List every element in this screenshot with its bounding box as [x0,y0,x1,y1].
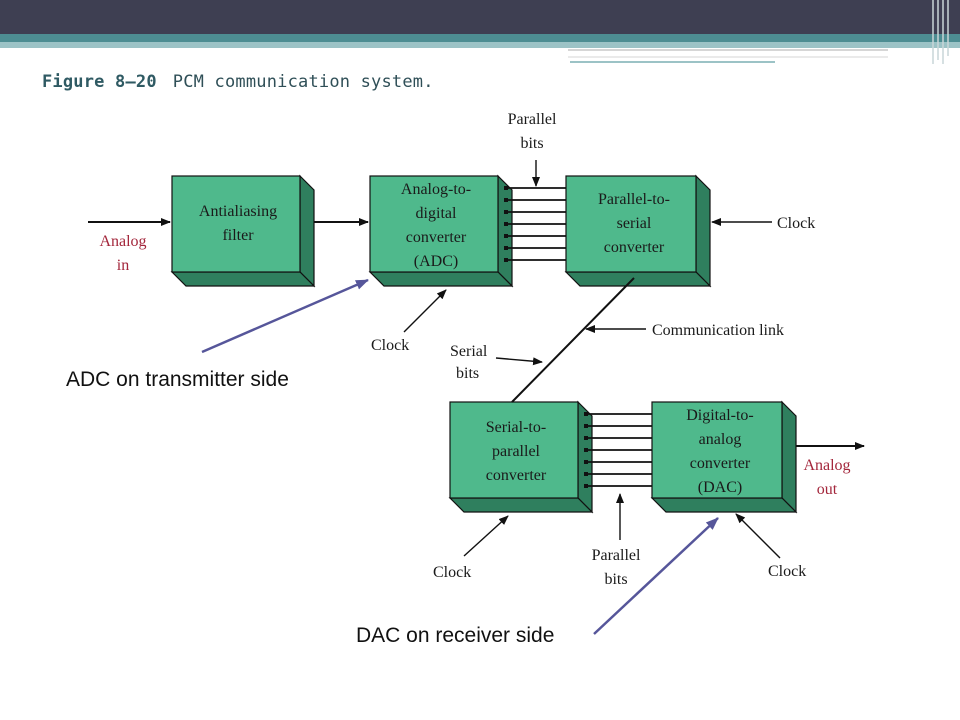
serial-bits-label-2: bits [456,365,479,382]
header-bar [0,0,960,34]
parallel-bits-top-label-2: bits [520,135,543,152]
dac-label-2: analog [699,431,742,448]
clock-dac-label: Clock [768,563,806,580]
dac-label-3: converter [690,455,751,472]
header-accent-stripe-light [0,42,960,48]
clock-s2p-arrow [463,515,509,557]
clock-adc-arrow [403,289,447,333]
clock-p2s-label: Clock [777,215,815,232]
analog-out-label-1: Analog [803,457,850,474]
p2s-label-3: converter [604,239,665,256]
adc-label-3: converter [406,229,467,246]
adc-block: Analog-to- digital converter (ADC) [368,174,514,288]
serial-to-parallel-block: Serial-to- parallel converter [448,400,594,514]
analog-in-label-1: Analog [99,233,146,250]
analog-in-label-2: in [117,257,129,274]
adc-label-1: Analog-to- [401,181,471,198]
header-accent-stripe [0,34,960,42]
serial-bits-label-1: Serial [450,343,488,360]
corner-decoration [932,0,949,64]
antialiasing-label-2: filter [222,227,254,244]
communication-link-line [511,277,635,403]
clock-dac-arrow [735,513,781,559]
dac-label-1: Digital-to- [686,407,754,424]
parallel-bus-bottom-dots [584,412,588,488]
s2p-label-1: Serial-to- [486,419,546,436]
figure-caption: Figure 8–20 PCM communication system. [42,72,434,92]
adc-label-2: digital [416,205,457,222]
figure-number: Figure 8–20 [42,72,157,92]
clock-adc-label: Clock [371,337,409,354]
figure-title: PCM communication system. [172,72,434,92]
antialiasing-filter-block: Antialiasing filter [170,174,316,288]
dac-label-4: (DAC) [698,479,742,496]
clock-s2p-label: Clock [433,564,471,581]
dac-callout-arrow [593,517,719,635]
adc-callout-arrow [201,278,369,354]
parallel-bits-top-label-1: Parallel [508,111,557,128]
dac-block: Digital-to- analog converter (DAC) [650,400,798,514]
adc-label-4: (ADC) [414,253,458,270]
parallel-bits-bottom-label-1: Parallel [592,547,641,564]
p2s-label-2: serial [617,215,652,232]
s2p-label-3: converter [486,467,547,484]
parallel-bus-bottom [586,413,652,487]
parallel-bus-top-dots [504,186,508,262]
analog-out-label-2: out [817,481,838,498]
serial-bits-arrow [495,357,543,366]
header-underline [568,49,888,63]
adc-callout-text: ADC on transmitter side [66,368,289,391]
parallel-to-serial-block: Parallel-to- serial converter [564,174,712,288]
antialiasing-label-1: Antialiasing [199,203,277,220]
dac-callout-text: DAC on receiver side [356,624,555,647]
parallel-bits-bottom-label-2: bits [604,571,627,588]
communication-link-label: Communication link [652,322,784,339]
s2p-label-2: parallel [492,443,541,460]
parallel-bus-top [506,187,566,261]
p2s-label-1: Parallel-to- [598,191,670,208]
